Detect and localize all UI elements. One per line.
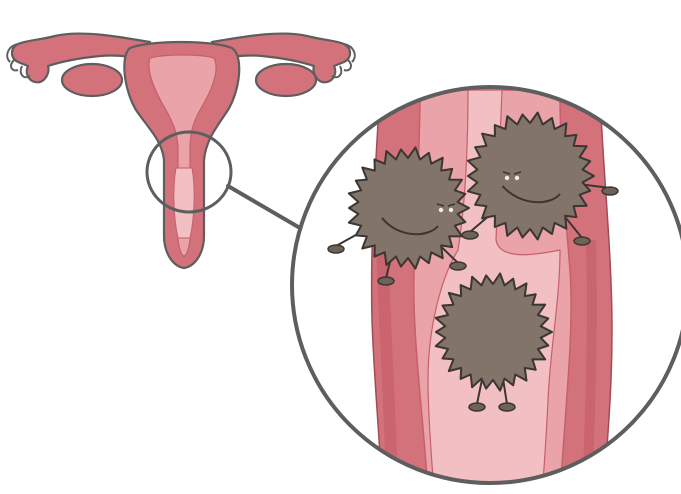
germ-foot	[602, 187, 618, 195]
germ-foot	[378, 277, 394, 285]
germ-eye	[515, 176, 519, 180]
cervical-canal	[174, 168, 194, 238]
left-ovary	[62, 64, 122, 96]
germ-foot	[462, 231, 478, 239]
germ-foot	[469, 403, 485, 411]
right-ovary	[256, 64, 316, 96]
germ-foot	[450, 262, 466, 270]
zoom-connector-line	[228, 186, 300, 228]
germ-eye	[439, 208, 443, 212]
germ-eye	[505, 176, 509, 180]
germ-foot	[499, 403, 515, 411]
germ-eye	[449, 208, 453, 212]
germ-foot	[574, 237, 590, 245]
germ-foot	[328, 245, 344, 253]
